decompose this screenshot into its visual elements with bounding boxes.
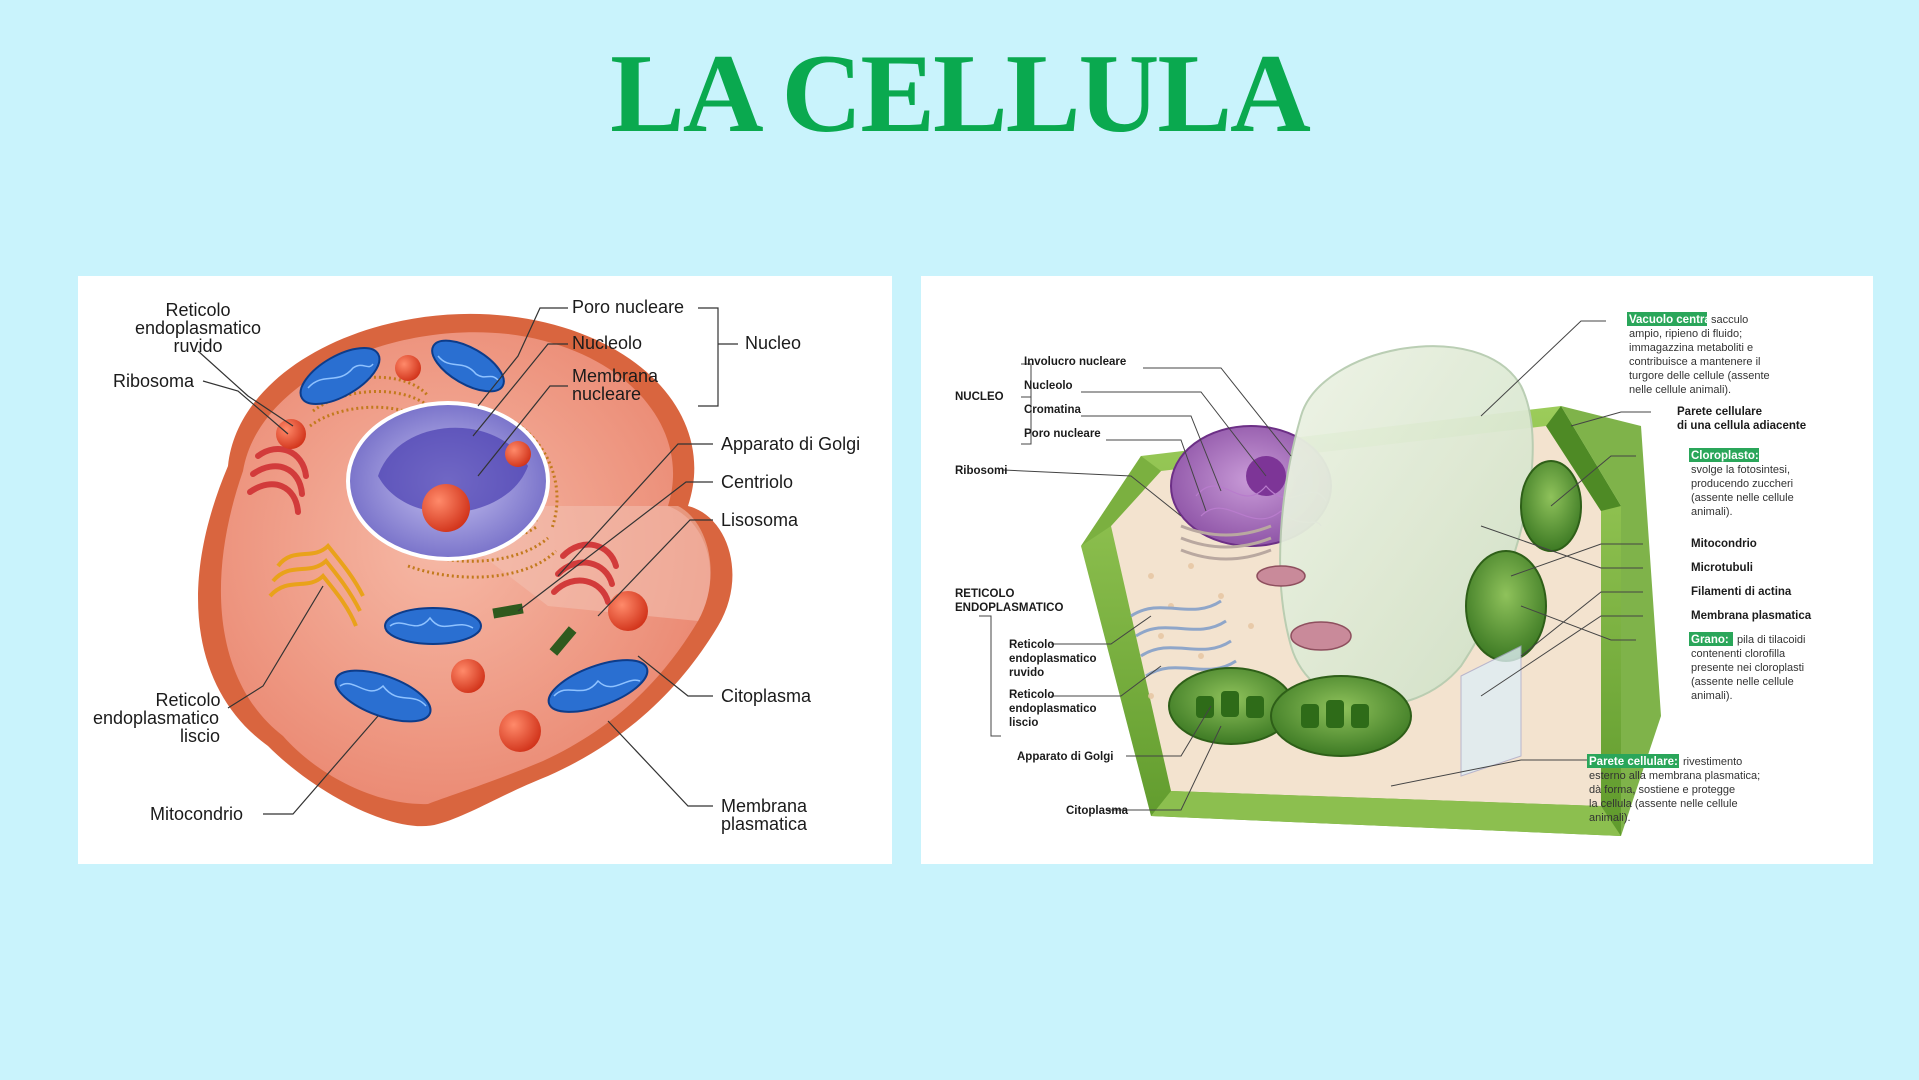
label-rel-line2: endoplasmatico [93,708,219,728]
label-involucro: Involucro nucleare [1024,356,1126,368]
page-title: LA CELLULA [610,32,1311,156]
animal-cell-panel: Reticolo endoplasmatico ruvido Ribosoma … [78,276,892,864]
label-centriolo: Centriolo [721,472,793,492]
label-ribosomi: Ribosomi [955,465,1007,477]
plant-cell-diagram: NUCLEO Involucro nucleare Nucleolo Croma… [955,312,1812,836]
label-rer-line3: ruvido [173,336,222,356]
label-mitocondrio: Mitocondrio [1691,538,1757,550]
label-poro-nucleare: Poro nucleare [572,297,684,317]
highlight-cloroplasto [1689,448,1759,462]
label-reticolo-line1: RETICOLO [955,588,1014,600]
label-nucleo: NUCLEO [955,391,1004,403]
callout-cloroplasto-line4: animali). [1691,506,1733,518]
callout-parete-head: Parete cellulare: [1589,756,1678,768]
label-nucleolo: Nucleolo [572,333,642,353]
callout-vacuolo-line6: nelle cellule animali). [1629,384,1731,396]
callout-grano-line2: contenenti clorofilla [1691,648,1786,660]
callout-parete-line4: la cellula (assente nelle cellule [1589,798,1738,810]
label-microtubuli: Microtubuli [1691,562,1753,574]
er-membranes [1130,599,1237,678]
mitochondria [299,339,649,723]
label-membrana-nucleare-line2: nucleare [572,384,641,404]
callout-grano-line1: pila di tilacoidi [1737,634,1805,646]
label-citoplasma: Citoplasma [1066,805,1129,817]
label-poro: Poro nucleare [1024,428,1101,440]
label-rel-line3: liscio [1009,717,1038,729]
label-rel-line2: endoplasmatico [1009,703,1097,715]
callout-grano-line3: presente nei cloroplasti [1691,662,1804,674]
highlight-vacuolo [1627,312,1707,326]
label-cromatina: Cromatina [1024,404,1081,416]
label-filamenti: Filamenti di actina [1691,586,1792,598]
label-rer-line1: Reticolo [1009,639,1054,651]
callout-grano-head: Grano: [1691,634,1729,646]
label-golgi: Apparato di Golgi [1017,751,1113,763]
label-nucleolo: Nucleolo [1024,380,1073,392]
callout-cloroplasto-line1: svolge la fotosintesi, [1691,464,1790,476]
callout-cloroplasto-head: Cloroplasto: [1691,450,1759,462]
label-rel-line1: Reticolo [1009,689,1054,701]
callout-grano-line4: (assente nelle cellule [1691,676,1794,688]
label-rer-line2: endoplasmatico [1009,653,1097,665]
centrioles [492,603,577,656]
callout-vacuolo-line1: sacculo [1711,314,1748,326]
smooth-er [268,543,365,627]
plant-cell-panel: NUCLEO Involucro nucleare Nucleolo Croma… [921,276,1873,864]
callout-vacuolo-line4: contribuisce a mantenere il [1629,356,1760,368]
callout-vacuolo-line2: ampio, ripieno di fluido; [1629,328,1742,340]
label-parete-adiacente-line1: Parete cellulare [1677,406,1762,418]
label-rer-line2: endoplasmatico [135,318,261,338]
mitochondria [1256,565,1352,651]
label-rel-line3: liscio [180,726,220,746]
nucleolus-shape [422,484,470,532]
lysosomes [276,355,648,752]
golgi-left [247,445,309,515]
callout-parete-line5: animali). [1589,812,1631,824]
label-rer-line1: Reticolo [165,300,230,320]
callout-parete-line3: dà forma, sostiene e protegge [1589,784,1735,796]
label-lisosoma: Lisosoma [721,510,799,530]
label-nucleo: Nucleo [745,333,801,353]
label-membrana-nucleare-line1: Membrana [572,366,659,386]
label-parete-adiacente-line2: di una cellula adiacente [1677,420,1806,432]
label-membrana: Membrana plasmatica [1691,610,1812,622]
callout-vacuolo-line3: immagazzina metaboliti e [1629,342,1753,354]
highlight-grano [1689,632,1733,646]
callout-grano-line5: animali). [1691,690,1733,702]
label-ribosoma: Ribosoma [113,371,195,391]
label-membrana-plasmatica-line1: Membrana [721,796,808,816]
callout-cloroplasto-line2: producendo zuccheri [1691,478,1793,490]
label-golgi: Apparato di Golgi [721,434,860,454]
highlight-parete [1587,754,1679,768]
label-membrana-plasmatica-line2: plasmatica [721,814,808,834]
label-citoplasma: Citoplasma [721,686,812,706]
callout-cloroplasto-line3: (assente nelle cellule [1691,492,1794,504]
callout-parete-line1: rivestimento [1683,756,1742,768]
label-reticolo-line2: ENDOPLASMATICO [955,602,1063,614]
callout-vacuolo-head: Vacuolo centrale: [1629,314,1724,326]
animal-cell-diagram: Reticolo endoplasmatico ruvido Ribosoma … [93,297,860,834]
label-rer-line3: ruvido [1009,667,1044,679]
callout-vacuolo-line5: turgore delle cellule (assente [1629,370,1770,382]
label-rel-line1: Reticolo [155,690,220,710]
callout-parete-line2: esterno alla membrana plasmatica; [1589,770,1760,782]
label-mitocondrio: Mitocondrio [150,804,243,824]
